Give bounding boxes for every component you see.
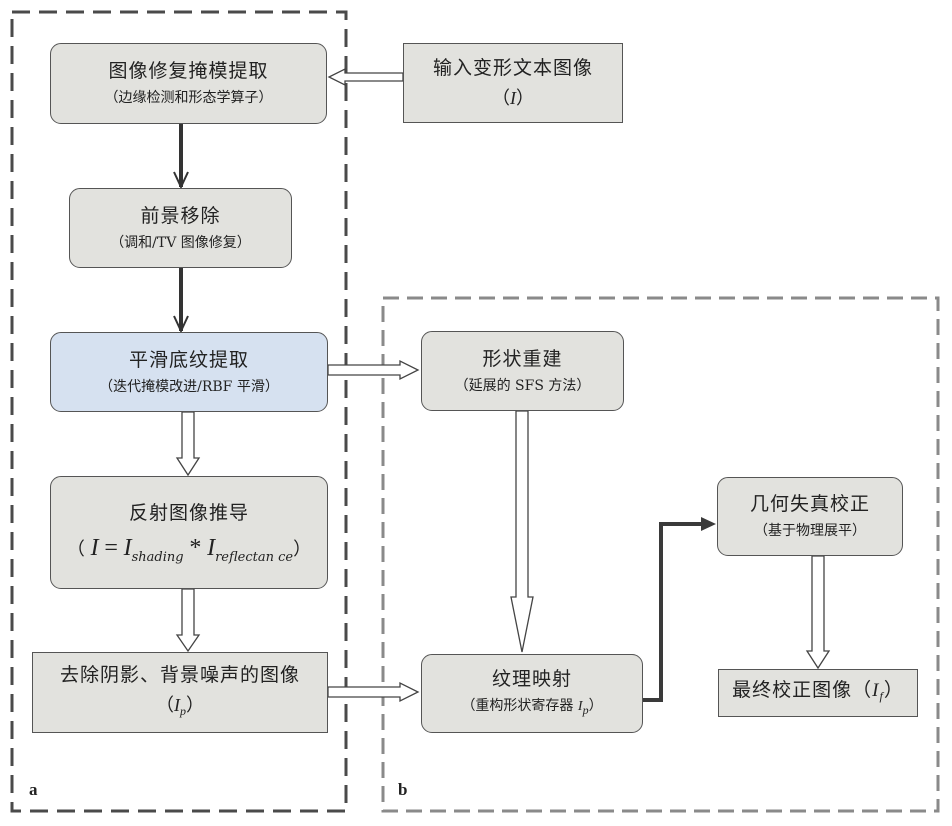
node-clean-image: 去除阴影、背景噪声的图像 （Ip） <box>32 652 328 733</box>
arrow-shape-to-texture <box>510 410 534 653</box>
node-reflect-title: 反射图像推导 <box>128 501 249 524</box>
node-mask-title: 图像修复掩模提取 <box>108 60 269 82</box>
node-texture-mapping: 纹理映射 （重构形状寄存器 Ip） <box>421 654 643 733</box>
node-smooth-subtitle: （迭代掩模改进/RBF 平滑） <box>99 378 279 395</box>
node-foreground-title: 前景移除 <box>140 204 221 227</box>
panel-a-border <box>10 10 348 813</box>
panel-b-border <box>381 296 940 813</box>
node-texture-subtitle: （重构形状寄存器 Ip） <box>461 698 603 717</box>
arrow-texture-to-geometry <box>643 522 703 702</box>
node-mask-extraction: 图像修复掩模提取 （边缘检测和形态学算子） <box>50 43 327 124</box>
node-clean-subtitle: （Ip） <box>156 694 204 718</box>
arrow-input-to-mask <box>327 67 404 87</box>
arrow-smooth-to-shape <box>327 359 420 381</box>
node-geometry-subtitle: （基于物理展平） <box>754 523 866 539</box>
node-input-subtitle: （I） <box>492 87 534 109</box>
node-geometry-title: 几何失真校正 <box>749 493 870 515</box>
arrow-smooth-to-reflect <box>175 411 201 477</box>
node-shape-reconstruction: 形状重建 （延展的 SFS 方法） <box>421 331 624 411</box>
node-mask-subtitle: （边缘检测和形态学算子） <box>104 90 273 106</box>
node-shape-subtitle: （延展的 SFS 方法） <box>454 377 591 394</box>
node-smooth-shading: 平滑底纹提取 （迭代掩模改进/RBF 平滑） <box>50 332 328 412</box>
arrow-geometry-to-final <box>805 555 831 670</box>
panel-a-label: a <box>29 780 38 799</box>
node-reflect-equation: （ I = Ishading * Ireflectan ce） <box>66 534 312 565</box>
node-input-title: 输入变形文本图像 <box>432 56 593 79</box>
node-texture-title: 纹理映射 <box>491 668 572 690</box>
node-final-image: 最终校正图像（If） <box>718 669 918 717</box>
node-final-title: 最终校正图像（If） <box>732 679 904 703</box>
node-clean-title: 去除阴影、背景噪声的图像 <box>59 663 300 686</box>
node-geometric-correction: 几何失真校正 （基于物理展平） <box>717 477 903 556</box>
arrow-reflect-to-clean <box>175 588 201 653</box>
arrow-clean-to-texture <box>327 681 420 703</box>
node-foreground-removal: 前景移除 （调和/TV 图像修复） <box>69 188 292 268</box>
panel-b-label: b <box>398 780 408 799</box>
node-input-image: 输入变形文本图像 （I） <box>403 43 623 123</box>
node-reflectance-derivation: 反射图像推导 （ I = Ishading * Ireflectan ce） <box>50 476 328 589</box>
node-smooth-title: 平滑底纹提取 <box>128 348 249 371</box>
node-foreground-subtitle: （调和/TV 图像修复） <box>110 234 251 251</box>
node-shape-title: 形状重建 <box>482 347 563 370</box>
